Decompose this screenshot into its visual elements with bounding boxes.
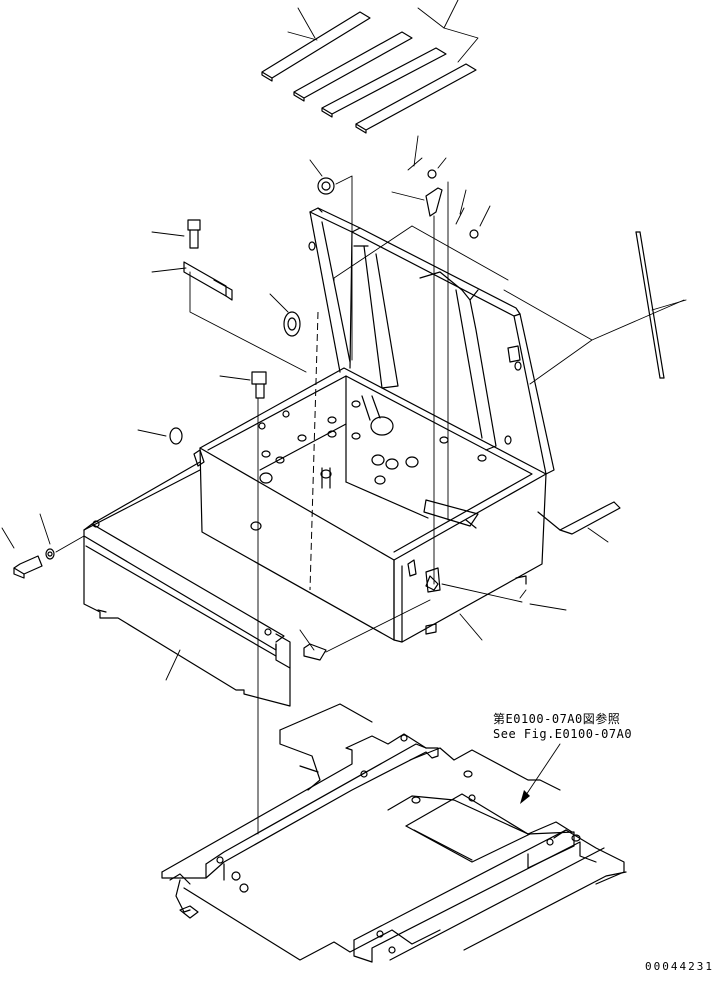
reference-note-english: See Fig.E0100-07A0 (493, 727, 633, 741)
reference-note-japanese: 第E0100-07A0図参照 (493, 712, 621, 726)
reference-arrow (520, 743, 561, 804)
support-bar (537, 501, 621, 543)
hardware (1, 135, 567, 661)
front-cover (83, 461, 291, 707)
drawing-number: 00044231 (645, 960, 714, 973)
lid-seal-strip (635, 231, 687, 379)
leader-lines (257, 225, 685, 835)
floor-frame (161, 703, 627, 963)
box-lid (308, 207, 555, 475)
seal-strips (261, 0, 479, 134)
battery-box (193, 367, 547, 643)
